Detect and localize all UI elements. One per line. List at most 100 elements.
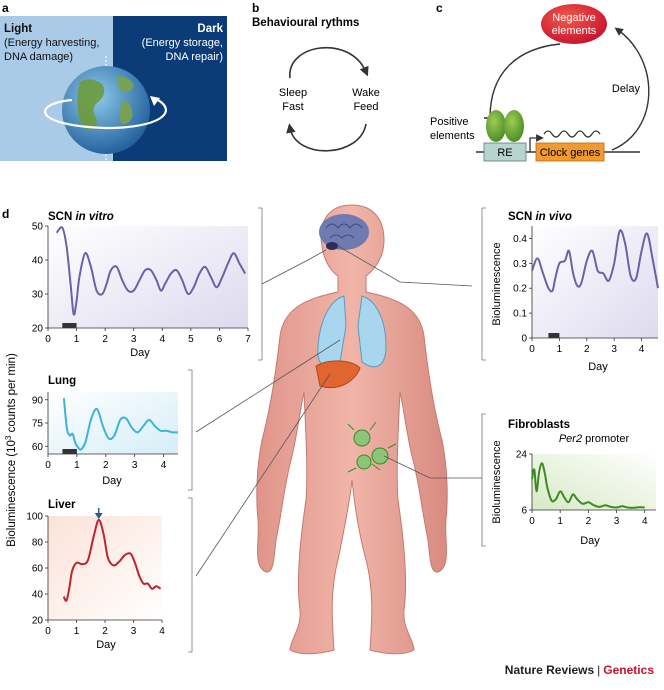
- liver: [315, 360, 361, 388]
- rotation-arrowhead: [150, 96, 160, 106]
- chart-title-italic: in vivo: [535, 211, 571, 223]
- x-axis-label: Day: [580, 535, 600, 547]
- shared-ylabel: Bioluminescence (103 counts per min): [4, 353, 18, 547]
- x-tick-label: 0: [45, 626, 51, 637]
- fibroblast-cells: [347, 421, 397, 473]
- x-tick-label: 1: [74, 626, 80, 637]
- journal-section: Genetics: [603, 663, 654, 677]
- connector-fibroblasts: [383, 455, 482, 479]
- positive-label-2: elements: [430, 130, 475, 142]
- negative-label-2: elements: [552, 25, 597, 37]
- x-tick-label: 3: [132, 460, 138, 471]
- behaviour-title: Behavioural rythms: [252, 17, 359, 29]
- journal-brand: Nature Reviews: [504, 663, 595, 677]
- x-tick-label: 4: [642, 516, 648, 527]
- clock-genes-box: [535, 142, 605, 162]
- series-line: [55, 226, 246, 316]
- chart-title-main: Fibroblasts: [508, 419, 570, 431]
- y-tick-label: 0.4: [513, 234, 527, 245]
- x-tick-label: 4: [639, 344, 645, 355]
- fibroblast-cell: [371, 447, 389, 465]
- chart-title: SCN in vivo: [508, 211, 572, 223]
- fast-label: Fast: [282, 101, 303, 113]
- y-tick-label: 0.1: [513, 309, 527, 320]
- chart-title-main: SCN: [48, 211, 75, 223]
- light-text-line-2: DNA damage): [4, 51, 73, 63]
- connector-scn-in-vivo: [337, 245, 473, 287]
- plot-area: [532, 226, 658, 338]
- plot-area: [48, 392, 178, 454]
- negative-label-1: Negative: [552, 12, 595, 24]
- x-tick-label: 3: [131, 334, 137, 345]
- plot-area: [48, 516, 162, 620]
- dark-text-line-2: DNA repair): [166, 51, 223, 63]
- y-tick-label: 0.3: [513, 259, 527, 270]
- chart-title-main: Liver: [48, 499, 76, 511]
- x-tick-label: 3: [614, 516, 620, 527]
- bracket-liver: [188, 497, 193, 653]
- chart-title-main: Lung: [48, 375, 76, 387]
- y-tick-label: 90: [32, 395, 44, 406]
- chart-brackets: [188, 207, 486, 653]
- chart-subtitle: Per2 promoter: [559, 433, 630, 445]
- y-tick-label: 20: [32, 324, 44, 335]
- positive-label-1: Positive: [430, 116, 469, 128]
- cycle-arrow-bottom: [286, 123, 367, 152]
- x-tick-label: 2: [103, 460, 109, 471]
- light-title: Light: [4, 23, 32, 35]
- journal-footer: Nature Reviews|Genetics: [505, 663, 654, 677]
- transcription-arrow: [529, 134, 544, 152]
- x-tick-label: 4: [159, 626, 165, 637]
- y-tick-label: 75: [32, 419, 44, 430]
- mrna-wave: [543, 130, 601, 138]
- x-tick-label: 0: [45, 460, 51, 471]
- panel-letter-d: d: [2, 207, 9, 221]
- fibroblast-cell: [356, 454, 372, 470]
- y-axis-label: Bioluminescence: [491, 440, 503, 523]
- fibroblast-cell: [353, 429, 371, 447]
- panel-letter-b: b: [252, 1, 259, 15]
- body-silhouette: [256, 204, 448, 655]
- x-tick-label: 1: [74, 334, 80, 345]
- x-tick-label: 1: [557, 516, 563, 527]
- x-tick-label: 2: [102, 626, 108, 637]
- x-tick-label: 2: [584, 344, 590, 355]
- sleep-label: Sleep: [279, 87, 307, 99]
- bracket-scn-in-vitro: [258, 207, 263, 361]
- negative-elements-node: [541, 4, 607, 44]
- bracket-fibroblasts: [481, 413, 486, 547]
- chart-subtitle-gene: Per2: [559, 433, 585, 445]
- connector-lung: [195, 339, 341, 433]
- delay-label: Delay: [612, 83, 641, 95]
- connectors: [195, 245, 482, 577]
- feedback-line: [489, 43, 561, 119]
- series-line: [531, 229, 659, 293]
- footer-separator: |: [597, 663, 601, 677]
- x-tick-label: 0: [45, 334, 51, 345]
- earth-globe: [62, 66, 150, 154]
- re-box: [483, 142, 527, 162]
- chart-title-italic: in vitro: [75, 211, 113, 223]
- chart-title-main: SCN: [508, 211, 535, 223]
- y-tick-label: 40: [32, 256, 44, 267]
- x-tick-label: 6: [217, 334, 223, 345]
- x-tick-label: 2: [102, 334, 108, 345]
- positive-protein-1: [486, 110, 506, 142]
- clock-genes-label: Clock genes: [540, 147, 601, 159]
- light-text-line-1: (Energy harvesting,: [4, 37, 99, 49]
- x-tick-label: 7: [245, 334, 251, 345]
- panel-b: b Behavioural rythms Sleep Fast Wake Fee…: [252, 1, 380, 152]
- series-line: [62, 518, 162, 602]
- x-tick-label: 3: [611, 344, 617, 355]
- x-axis-label: Day: [102, 475, 122, 487]
- positive-protein-2: [504, 110, 524, 142]
- dark-period-bar: [62, 323, 77, 328]
- re-label: RE: [497, 147, 512, 159]
- chart-subtitle-text: promoter: [585, 433, 629, 445]
- delay-arrow: [611, 27, 650, 151]
- y-tick-label: 60: [32, 442, 44, 453]
- plot-area: [532, 454, 656, 510]
